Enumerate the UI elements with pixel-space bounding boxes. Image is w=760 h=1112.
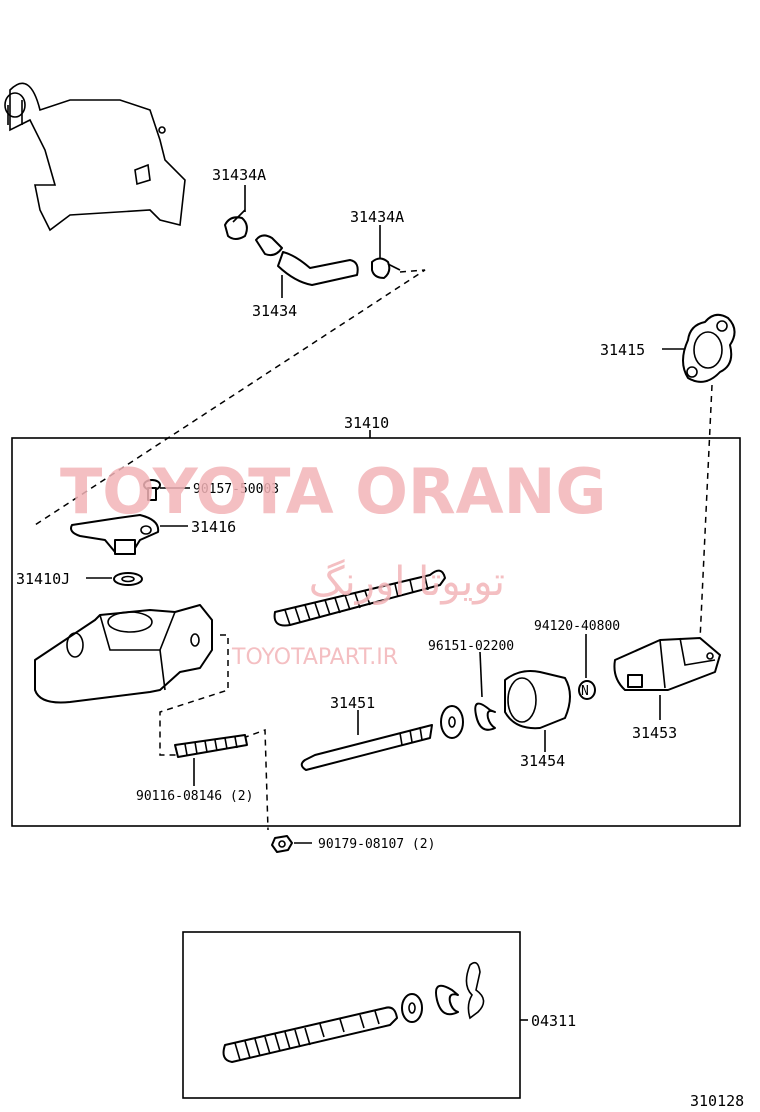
washer — [113, 572, 143, 586]
screw — [143, 479, 161, 501]
ring-n-mark: N — [581, 684, 589, 699]
plain-washer — [440, 705, 464, 739]
label-screw: 90157-50003 — [193, 482, 279, 497]
kit-snap-ring — [435, 984, 459, 1016]
label-clamp-a-top: 31434A — [212, 166, 266, 184]
label-boot: 31454 — [520, 752, 565, 770]
ring-n: N — [578, 680, 596, 700]
label-cylinder-assy: 31410 — [344, 414, 389, 432]
kit-washer — [401, 993, 423, 1023]
kit-piston-spring — [222, 1006, 398, 1063]
label-nut: 90179-08107 (2) — [318, 837, 435, 852]
clamp-left — [224, 209, 248, 240]
nut — [271, 835, 293, 853]
gasket — [682, 313, 736, 383]
reservoir-outline — [4, 82, 186, 232]
watermark: TOYOTA ORANG تویوتا اورنگ TOYOTAPART.IR — [60, 455, 606, 670]
label-push-rod: 31451 — [330, 694, 375, 712]
label-gasket: 31415 — [600, 341, 645, 359]
label-spring: 96151-02200 — [428, 639, 514, 654]
union — [70, 514, 160, 555]
watermark-persian: تویوتا اورنگ — [309, 559, 505, 605]
label-clevis: 31453 — [632, 724, 677, 742]
diagram-number: 310128 — [690, 1092, 744, 1110]
watermark-site: TOYOTAPART.IR — [231, 645, 398, 670]
repair-kit-box — [182, 931, 521, 1099]
clamp-right — [371, 257, 401, 279]
snap-ring — [474, 702, 496, 731]
piston-spring — [273, 569, 446, 627]
label-washer: 31410J — [16, 570, 70, 588]
push-rod — [300, 724, 433, 771]
cylinder-body — [34, 604, 213, 704]
cylinder-assy-box — [11, 437, 741, 827]
clevis — [613, 637, 721, 691]
boot — [504, 670, 571, 730]
label-union: 31416 — [191, 518, 236, 536]
watermark-title: TOYOTA ORANG — [60, 455, 606, 528]
label-stud: 90116-08146 (2) — [136, 789, 253, 804]
label-ring-n: 94120-40800 — [534, 619, 620, 634]
hose — [255, 234, 359, 286]
label-clamp-a-right: 31434A — [350, 208, 404, 226]
label-hose: 31434 — [252, 302, 297, 320]
label-kit: 04311 — [531, 1012, 576, 1030]
kit-clip — [465, 961, 485, 1020]
stud — [174, 734, 248, 758]
